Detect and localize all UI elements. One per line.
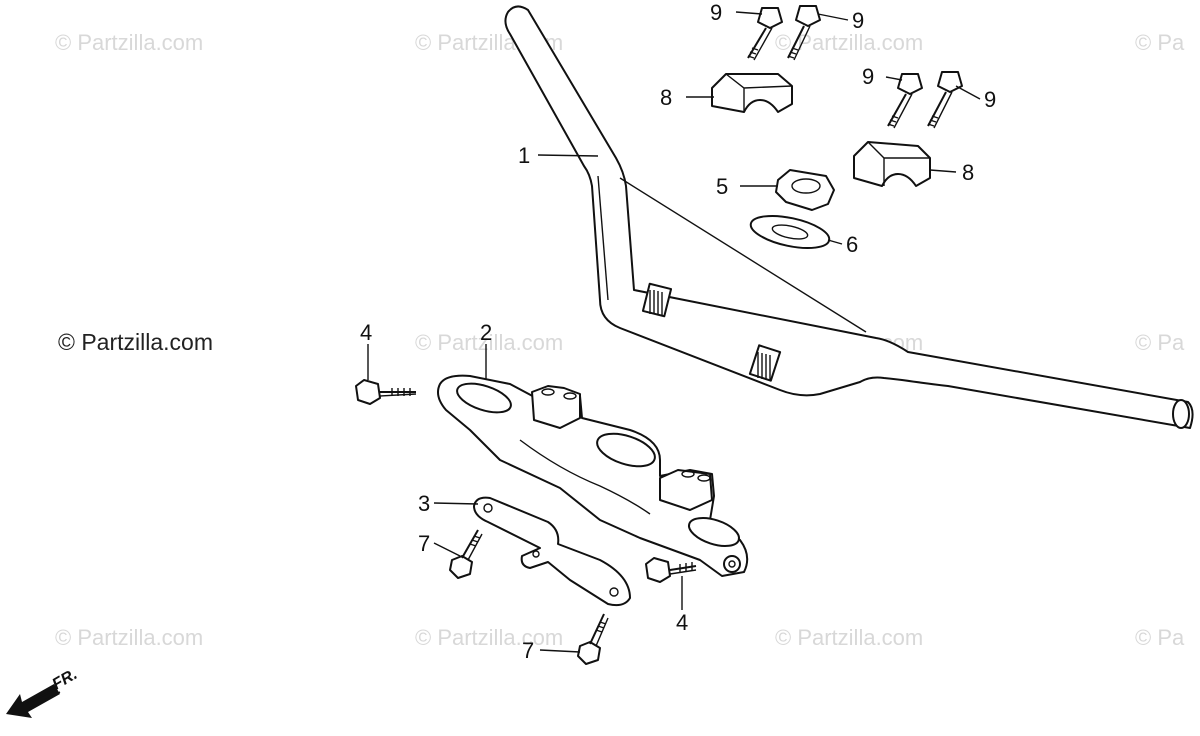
front-direction-indicator: FR. — [6, 666, 80, 718]
watermark: © Partzilla.com — [55, 625, 203, 650]
callout-number: 3 — [418, 491, 430, 516]
upper-holder-part-8-b[interactable] — [853, 141, 931, 187]
callout-number: 1 — [518, 143, 530, 168]
watermark: © Pa — [1135, 30, 1185, 55]
bracket-part-3[interactable] — [473, 496, 631, 607]
callout-number: 5 — [716, 174, 728, 199]
nut-part-5[interactable] — [775, 169, 835, 211]
holder-part-2[interactable] — [437, 374, 749, 577]
upper-holder-part-8-a[interactable] — [711, 73, 793, 113]
bolt-part-9-a[interactable] — [747, 7, 783, 61]
callout-number: 7 — [522, 638, 534, 663]
callout-number: 9 — [710, 0, 722, 25]
flange-bolt-part-4-b[interactable] — [645, 557, 697, 583]
watermark: © Partzilla.com — [415, 330, 563, 355]
bolt-part-7-b[interactable] — [577, 613, 609, 665]
flange-bolt-part-4-a[interactable] — [355, 379, 417, 405]
watermark: © Pa — [1135, 625, 1185, 650]
callout-number: 4 — [676, 610, 688, 635]
callout-number: 4 — [360, 320, 372, 345]
watermark: © Partzilla.com — [775, 625, 923, 650]
bolt-part-9-d[interactable] — [927, 71, 963, 129]
callout-number: 2 — [480, 320, 492, 345]
bolt-part-9-c[interactable] — [887, 73, 923, 129]
callout-number: 9 — [984, 87, 996, 112]
watermark: © Partzilla.com — [415, 625, 563, 650]
handlebar-part-1[interactable] — [504, 5, 1194, 429]
washer-part-6[interactable] — [748, 210, 832, 254]
callout-number: 7 — [418, 531, 430, 556]
leader-lines — [367, 11, 981, 653]
watermark-layer: © Partzilla.com © Partzilla.com © Partzi… — [55, 30, 1185, 650]
callout-number: 6 — [846, 232, 858, 257]
callout-number: 8 — [660, 85, 672, 110]
callout-labels: 9 9 8 9 9 1 5 8 6 4 2 3 7 4 7 — [360, 0, 996, 663]
callout-number: 9 — [862, 64, 874, 89]
bolt-part-9-b[interactable] — [787, 5, 821, 61]
watermark: © Pa — [1135, 330, 1185, 355]
callout-number: 8 — [962, 160, 974, 185]
copyright-notice: © Partzilla.com — [58, 329, 213, 355]
watermark: © Partzilla.com — [55, 30, 203, 55]
callout-number: 9 — [852, 8, 864, 33]
watermark: © Partzilla.com — [775, 30, 923, 55]
bolt-part-7-a[interactable] — [449, 529, 483, 579]
